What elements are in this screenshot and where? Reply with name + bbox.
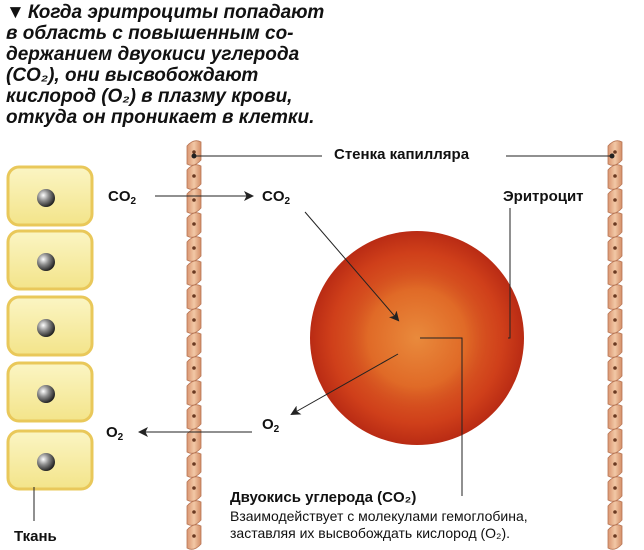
tissue-cell — [6, 165, 94, 227]
intro-line: кислород (O₂) в плазму крови, — [6, 86, 293, 107]
wall-cell-nucleus — [613, 414, 617, 418]
tissue-cell — [6, 295, 94, 357]
note-text: Взаимодействует с молекулами гемоглобина… — [230, 508, 528, 542]
intro-text: ▼Когда эритроциты попадают в область с п… — [6, 2, 326, 128]
wall-cell-nucleus — [613, 246, 617, 250]
wall-cell-nucleus — [192, 414, 196, 418]
wall-cell-nucleus — [192, 342, 196, 346]
wall-cell-nucleus — [613, 174, 617, 178]
cell-nucleus — [37, 253, 55, 271]
wall-cell-nucleus — [613, 294, 617, 298]
wall-cell-nucleus — [192, 174, 196, 178]
intro-line: держанием двуокиси углерода — [6, 44, 300, 65]
arrows — [138, 191, 400, 437]
wall-cell-nucleus — [613, 366, 617, 370]
wall-cell-nucleus — [192, 438, 196, 442]
wall-cell-nucleus — [192, 486, 196, 490]
capillary-wall-right — [607, 140, 623, 550]
wall-cell-nucleus — [613, 438, 617, 442]
triangle-marker-icon: ▼ — [6, 2, 25, 23]
erythrocyte — [310, 231, 524, 445]
wall-cell-nucleus — [192, 534, 196, 538]
wall-cell-nucleus — [192, 462, 196, 466]
wall-cell-nucleus — [613, 150, 617, 154]
leader-lines — [33, 153, 615, 521]
intro-line: в область с повышенным со- — [6, 23, 294, 44]
o2-label-plasma: O2 — [262, 416, 280, 435]
co2-label-plasma: CO2 — [262, 188, 291, 207]
intro-line: откуда он проникает в клетки. — [6, 107, 315, 128]
wall-cell-nucleus — [192, 198, 196, 202]
intro-line: (CO₂), они высвобождают — [6, 65, 259, 86]
wall-cell-nucleus — [192, 150, 196, 154]
wall-cell-nucleus — [613, 462, 617, 466]
o2-label-tissue: O2 — [106, 424, 124, 443]
co2-label-tissue: CO2 — [108, 188, 137, 207]
note-line: заставляя их высвобождать кислород (O₂). — [230, 525, 511, 541]
tissue-cells — [6, 165, 94, 491]
note-title: Двуокись углерода (CO₂) — [230, 489, 417, 506]
wall-cell-nucleus — [613, 270, 617, 274]
wall-cell-nucleus — [613, 510, 617, 514]
cell-nucleus — [37, 453, 55, 471]
wall-cell-nucleus — [192, 366, 196, 370]
arrow-o2-out-of-cell — [290, 353, 399, 415]
tissue-cell — [6, 229, 94, 291]
capillary-wall-left — [186, 140, 202, 550]
cell-nucleus — [37, 319, 55, 337]
arrow-co2-into-cell — [304, 211, 400, 322]
note-line: Взаимодействует с молекулами гемоглобина… — [230, 508, 528, 524]
tissue-label: Ткань — [14, 528, 57, 545]
wall-cell-nucleus — [613, 342, 617, 346]
erythrocyte-label: Эритроцит — [503, 188, 584, 205]
cell-nucleus — [37, 189, 55, 207]
wall-cell-nucleus — [613, 318, 617, 322]
wall-cell-nucleus — [192, 270, 196, 274]
wall-cell-nucleus — [613, 198, 617, 202]
wall-cell-nucleus — [192, 222, 196, 226]
tissue-cell — [6, 429, 94, 491]
wall-cell-nucleus — [192, 294, 196, 298]
wall-cell-nucleus — [613, 486, 617, 490]
wall-cell-nucleus — [192, 510, 196, 514]
wall-cell-nucleus — [613, 222, 617, 226]
cell-nucleus — [37, 385, 55, 403]
capillary-wall-label: Стенка капилляра — [334, 146, 470, 163]
wall-cell-nucleus — [192, 246, 196, 250]
wall-cell-nucleus — [613, 534, 617, 538]
tissue-cell — [6, 361, 94, 423]
wall-cell-nucleus — [613, 390, 617, 394]
wall-cell-nucleus — [192, 318, 196, 322]
intro-line: Когда эритроциты попадают — [27, 2, 325, 23]
wall-cell-nucleus — [192, 390, 196, 394]
